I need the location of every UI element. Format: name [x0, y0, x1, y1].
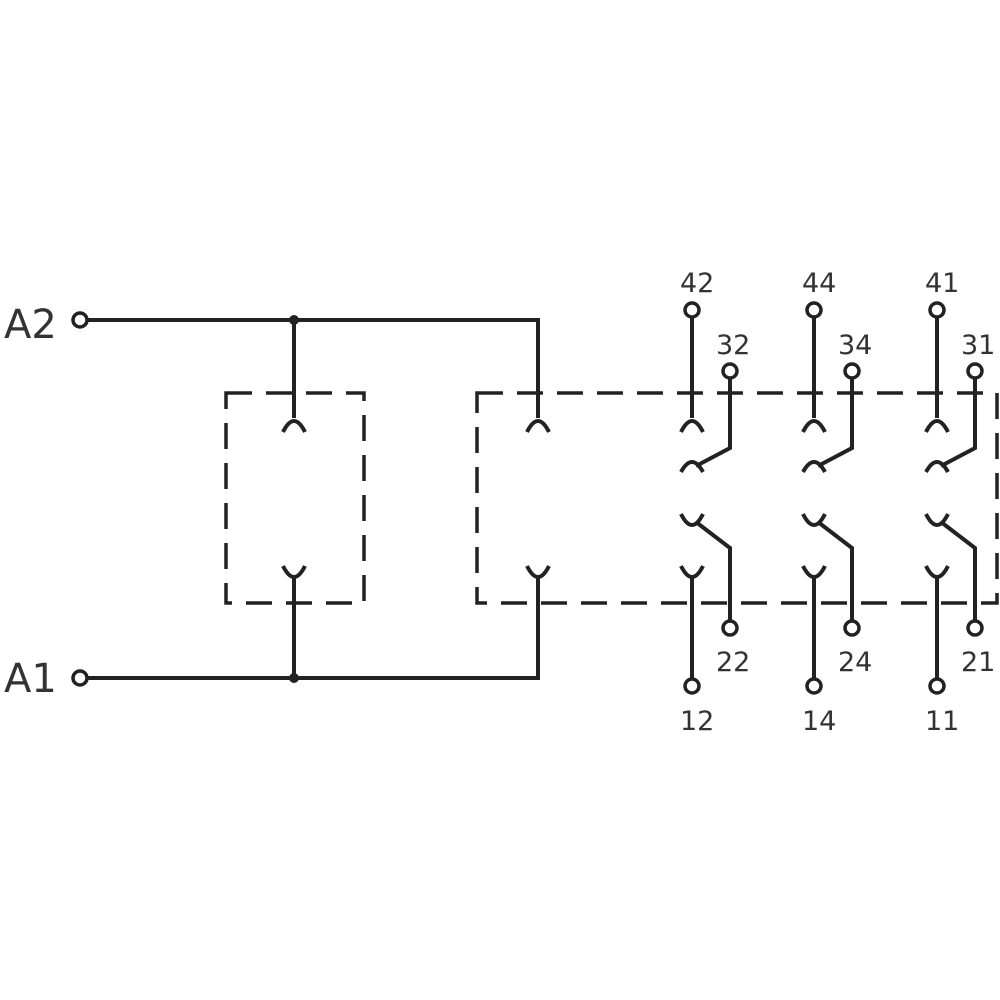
pin-connector-bottom-outer	[924, 565, 950, 579]
contact-arm-top	[940, 378, 977, 468]
contact-label-top-outer: 44	[802, 268, 836, 299]
contact-arm-top	[695, 378, 732, 468]
pin-connector-top-outer	[924, 419, 950, 433]
contact-label-bottom-outer: 14	[802, 706, 836, 737]
socket-outline-left	[224, 391, 366, 605]
terminal-bottom-outer	[683, 677, 701, 695]
terminal-bottom-inner	[721, 619, 739, 637]
terminal-bottom-outer	[805, 677, 823, 695]
contact-label-bottom-inner: 21	[961, 647, 995, 678]
pin-connector-top-arm	[679, 460, 705, 474]
terminal-label-a1: A1	[4, 656, 57, 702]
a1-bus-wire	[87, 588, 540, 680]
pin-connector-bottom-arm	[801, 513, 827, 527]
contact-label-top-outer: 41	[925, 268, 959, 299]
contact-label-top-outer: 42	[680, 268, 714, 299]
pin-connector-bottom-arm	[924, 513, 950, 527]
pin-connector-bottom-outer	[679, 565, 705, 579]
contact-arm-bottom	[939, 520, 977, 620]
a1-junction-dot	[289, 673, 299, 683]
pin-connector-top-outer	[801, 419, 827, 433]
terminal-bottom-inner	[966, 619, 984, 637]
terminal-top-outer	[928, 301, 946, 319]
contact-label-bottom-outer: 11	[925, 706, 959, 737]
contact-arm-bottom	[816, 520, 854, 620]
contact-label-bottom-inner: 24	[838, 647, 872, 678]
pin-connector-top-arm	[801, 460, 827, 474]
pin-connector-bottom-outer	[801, 565, 827, 579]
contact-label-top-inner: 34	[838, 330, 872, 361]
terminal-a1	[71, 669, 89, 687]
coil-pin-connector-left-top	[281, 400, 307, 433]
contact-label-top-inner: 32	[716, 330, 750, 361]
contact-label-top-inner: 31	[961, 330, 995, 361]
terminal-top-inner	[843, 362, 861, 380]
terminal-a2	[71, 311, 89, 329]
socket-outline-right	[475, 391, 999, 605]
terminal-top-outer	[805, 301, 823, 319]
a2-bus-wire	[87, 318, 540, 400]
contact-arm-bottom	[694, 520, 732, 620]
terminal-bottom-inner	[843, 619, 861, 637]
pin-connector-top-outer	[679, 419, 705, 433]
contact-label-bottom-outer: 12	[680, 706, 714, 737]
terminal-bottom-outer	[928, 677, 946, 695]
terminal-top-inner	[966, 362, 984, 380]
terminal-top-outer	[683, 301, 701, 319]
coil-pin-connector-right-top	[525, 400, 551, 433]
terminal-top-inner	[721, 362, 739, 380]
coil-pin-connector-right-bottom	[525, 565, 551, 588]
terminal-label-a2: A2	[4, 302, 57, 348]
contact-label-bottom-inner: 22	[716, 647, 750, 678]
coil-pin-connector-left-bottom	[281, 565, 307, 588]
contact-arm-top	[817, 378, 854, 468]
a2-junction-dot	[289, 315, 299, 325]
pin-connector-bottom-arm	[679, 513, 705, 527]
pin-connector-top-arm	[924, 460, 950, 474]
